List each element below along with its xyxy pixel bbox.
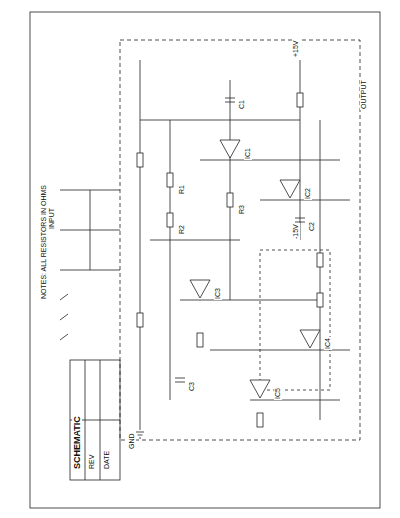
sheet-frame: [30, 12, 380, 508]
section-border: [260, 250, 330, 390]
signal-label: C3: [188, 381, 196, 392]
signal-label: OUTPUT: [360, 79, 368, 110]
signal-label: NOTES: ALL RESISTORS IN OHMS: [40, 184, 48, 300]
resistor-symbol: [167, 213, 173, 227]
capacitor-symbol: [225, 98, 235, 102]
resistor-symbol: [317, 253, 323, 267]
resistor-symbol: [167, 173, 173, 187]
signal-label: R3: [238, 204, 246, 215]
title-block: [70, 360, 120, 480]
signal-label: R2: [178, 224, 186, 235]
ground-symbol: [136, 432, 144, 438]
title-text: SCHEMATIC: [72, 415, 82, 470]
resistor-symbol: [137, 313, 143, 327]
signal-label: IC5: [274, 387, 282, 400]
signal-label: REV: [88, 454, 96, 470]
wire: [60, 190, 120, 270]
signal-label: IC3: [214, 287, 222, 300]
signal-label: DATE: [103, 450, 111, 470]
signal-label: +15V: [292, 39, 300, 58]
signal-label: C1: [238, 99, 246, 110]
switch-symbol: [60, 294, 68, 340]
resistor-symbol: [317, 293, 323, 307]
resistor-symbol: [137, 153, 143, 167]
signal-label: GND: [128, 432, 136, 450]
signal-label: IC2: [304, 187, 312, 200]
signal-label: IC4: [324, 337, 332, 350]
opamp-symbol: [190, 140, 320, 398]
capacitor-symbol: [175, 378, 185, 382]
signal-label: R1: [178, 184, 186, 195]
resistor-symbol: [297, 93, 303, 107]
signal-label: -15V: [292, 223, 300, 240]
capacitor-symbol: [295, 218, 305, 222]
section-border: [120, 40, 360, 440]
signal-label: C2: [308, 221, 316, 232]
resistor-symbol: [257, 413, 263, 427]
wire: [140, 60, 350, 430]
resistor-symbol: [227, 193, 233, 207]
signal-label: INPUT: [48, 207, 56, 230]
resistor-symbol: [197, 333, 203, 347]
signal-label: IC1: [244, 147, 252, 160]
